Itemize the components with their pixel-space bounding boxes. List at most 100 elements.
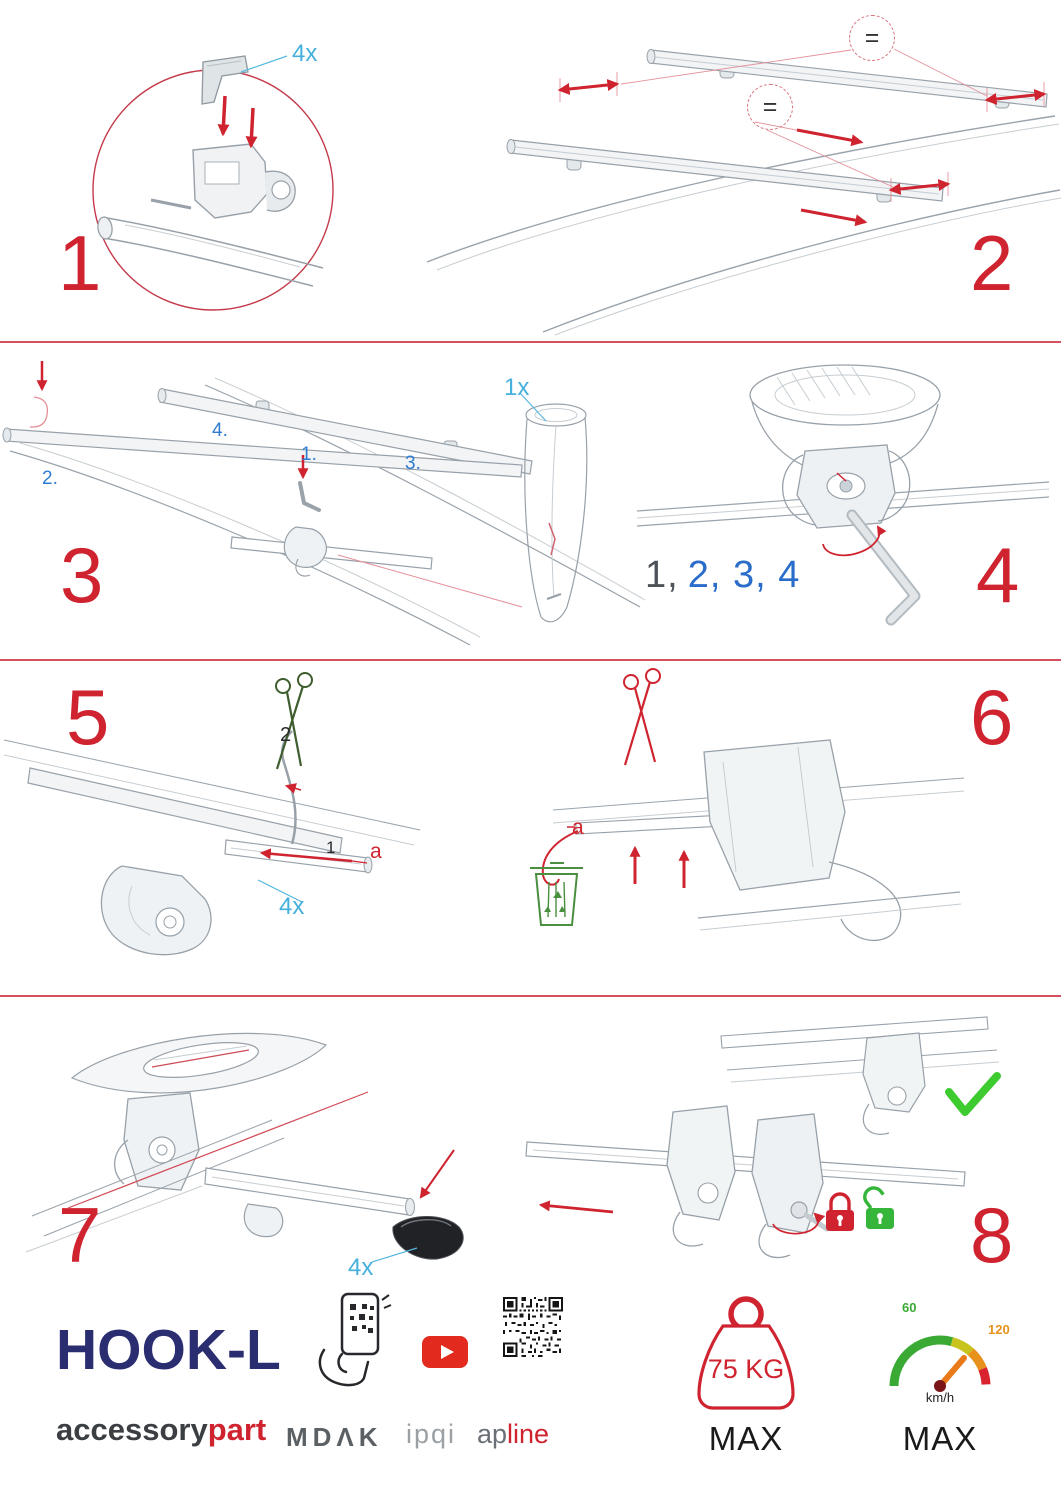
crossbars-drawing xyxy=(2,388,533,577)
locked-padlock-icon xyxy=(826,1192,854,1231)
pull-arrow xyxy=(259,848,353,863)
slide-arrow xyxy=(538,1200,614,1214)
speed-min-label: 60 xyxy=(902,1300,917,1315)
crossbar-drawing xyxy=(97,198,324,287)
brand-gray: accessory xyxy=(56,1412,208,1447)
allen-key xyxy=(846,509,921,626)
crossbars-drawing xyxy=(506,49,1048,203)
strap-arrow xyxy=(284,783,302,794)
bar-top-view-drawing xyxy=(70,1032,328,1094)
step1-qty-label: 4x xyxy=(292,40,318,67)
step8-number: 8 xyxy=(970,1191,1014,1279)
clamp-foot-drawing xyxy=(100,865,212,956)
step3-sub-label-3: 3. xyxy=(405,453,421,474)
clamp-drawing xyxy=(782,444,911,529)
leg-cover-drawing xyxy=(524,403,588,623)
sight-line xyxy=(67,1091,369,1209)
step5-number: 5 xyxy=(66,673,110,761)
rail-tube-drawing xyxy=(749,364,941,468)
speed-max-label: MAX xyxy=(902,1420,978,1457)
speed-max-value-label: 120 xyxy=(988,1322,1010,1337)
step3-sub-label-4: 4. xyxy=(212,420,228,441)
step8-illustration xyxy=(525,1016,1001,1259)
spacing-arrows xyxy=(557,79,1047,227)
step4-number: 4 xyxy=(976,531,1020,619)
unlocked-padlock-icon xyxy=(863,1186,894,1229)
strap-drawing xyxy=(280,730,297,845)
sequence-todo: 2, 3, 4 xyxy=(687,554,801,596)
roof-rails-drawing xyxy=(426,115,1061,336)
equal-spacing-badge: = xyxy=(849,15,895,61)
step7-illustration xyxy=(25,1032,464,1263)
assembled-bar-drawing xyxy=(720,1016,1000,1135)
step1-illustration xyxy=(92,55,334,311)
hook-plate-drawing xyxy=(201,55,249,105)
scissors-icon xyxy=(275,672,313,770)
youtube-icon xyxy=(422,1336,468,1368)
step3-qty-label: 1x xyxy=(504,374,530,401)
rotate-arrow xyxy=(772,1212,826,1235)
insert-arrow xyxy=(419,1149,455,1199)
end-cap-drawing xyxy=(392,1216,464,1260)
step4-illustration xyxy=(636,364,1050,626)
qty-leader-line xyxy=(519,392,547,422)
step2-number: 2 xyxy=(970,219,1014,307)
qty-leader-line xyxy=(257,879,303,903)
hook-sketch xyxy=(29,396,49,428)
step4-sequence: 1,2, 3, 4 xyxy=(645,554,800,597)
step2-illustration xyxy=(426,48,1061,336)
mdak-logo: MDΛK xyxy=(286,1422,383,1452)
weight-max-label: MAX xyxy=(708,1420,784,1457)
weight-value: 75 KG xyxy=(707,1354,785,1384)
step5-part-label: a xyxy=(370,840,382,863)
bar-end-drawing xyxy=(204,1167,415,1238)
lock-bar-drawing xyxy=(525,1105,966,1259)
rotate-arrow xyxy=(822,525,887,557)
step3-number: 3 xyxy=(60,531,104,619)
step5-cut-order-label: 2 xyxy=(280,724,292,746)
sequence-done: 1, xyxy=(645,554,679,596)
clamp-drawing xyxy=(114,1092,200,1191)
speed-unit-label: km/h xyxy=(925,1390,955,1405)
clamp-drawing xyxy=(697,739,962,942)
equal-spacing-badge: = xyxy=(747,84,793,130)
speedometer-icon xyxy=(889,1335,991,1392)
step6-part-label: a xyxy=(572,816,584,839)
step5-qty-label: 4x xyxy=(279,893,305,920)
section-divider xyxy=(0,995,1061,997)
key-head xyxy=(790,1201,808,1219)
step7-number: 7 xyxy=(58,1191,102,1279)
step6-number: 6 xyxy=(970,673,1014,761)
step5-illustration xyxy=(3,672,421,956)
qty-leader-line xyxy=(371,1247,418,1263)
roof-drawing xyxy=(3,739,421,854)
section-divider xyxy=(0,341,1061,343)
scissors-icon xyxy=(623,668,661,766)
brand-red: part xyxy=(207,1412,267,1447)
cut-strap-drawing xyxy=(541,830,579,886)
step6-illustration xyxy=(530,668,965,942)
clamp-drawing xyxy=(192,143,296,219)
cover-leader-line xyxy=(337,554,523,608)
apline-gray: ap xyxy=(477,1419,508,1449)
roof-rails-drawing xyxy=(25,1119,285,1253)
section-divider xyxy=(0,659,1061,661)
apline-logo: apline xyxy=(477,1421,549,1448)
step3-illustration xyxy=(2,361,646,646)
bolt-mark xyxy=(836,472,847,482)
ipqi-logo: ipqi xyxy=(406,1419,457,1449)
weight-icon xyxy=(697,1296,795,1410)
push-arrows xyxy=(629,845,690,888)
apline-red: line xyxy=(507,1419,550,1449)
phone-qr-scan-icon xyxy=(318,1292,392,1387)
step3-sub-label-1: 1. xyxy=(301,444,317,465)
step1-number: 1 xyxy=(58,219,102,307)
equal-sign: = xyxy=(864,23,880,52)
step3-sub-label-2: 2. xyxy=(42,468,58,489)
product-name: HOOK-L xyxy=(56,1318,281,1382)
brand-logo: accessorypart xyxy=(56,1414,266,1445)
trash-icon xyxy=(530,862,583,926)
step5-pull-order-label: 1 xyxy=(326,838,336,857)
checkmark-icon xyxy=(945,1072,1001,1116)
